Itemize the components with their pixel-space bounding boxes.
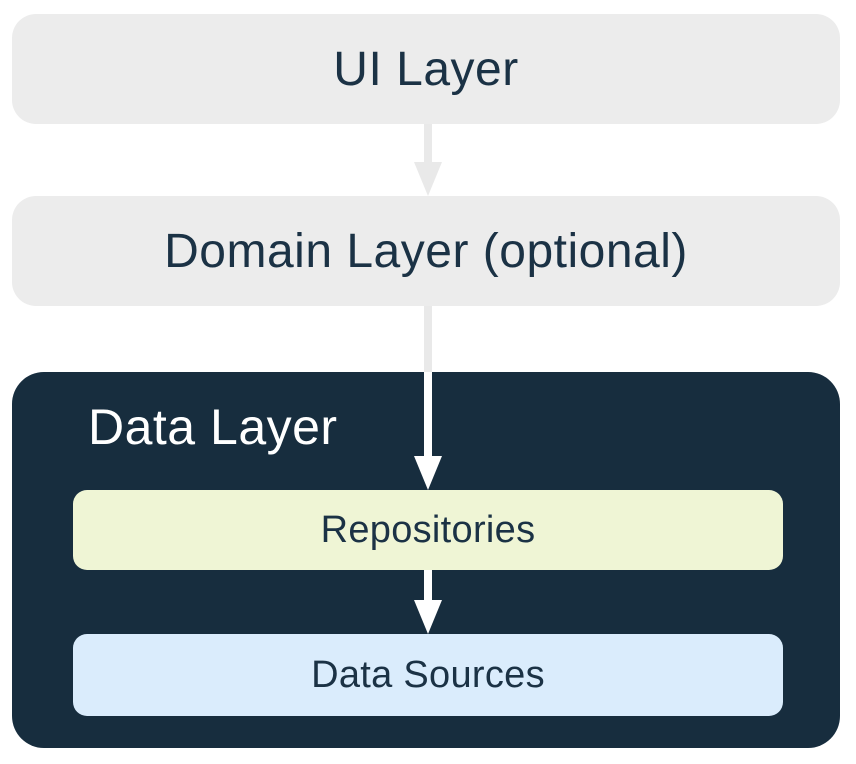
data-sources-label: Data Sources	[311, 653, 545, 696]
data-sources-box: Data Sources	[73, 634, 783, 716]
domain-layer-box: Domain Layer (optional)	[12, 196, 840, 306]
arrow-ui-to-domain-shaft	[424, 124, 432, 162]
repositories-label: Repositories	[320, 508, 536, 551]
ui-layer-label: UI Layer	[333, 42, 519, 96]
domain-layer-label: Domain Layer (optional)	[164, 224, 688, 278]
repositories-box: Repositories	[73, 490, 783, 570]
arrow-down-icon	[414, 456, 442, 490]
arrow-domain-to-repositories-shaft-upper	[424, 306, 432, 372]
arrow-down-icon	[414, 162, 442, 196]
data-layer-label: Data Layer	[88, 399, 338, 455]
ui-layer-box: UI Layer	[12, 14, 840, 124]
arrow-domain-to-repositories-shaft-lower	[424, 372, 432, 456]
arrow-down-icon	[414, 600, 442, 634]
arrow-repositories-to-datasources-shaft	[424, 570, 432, 600]
